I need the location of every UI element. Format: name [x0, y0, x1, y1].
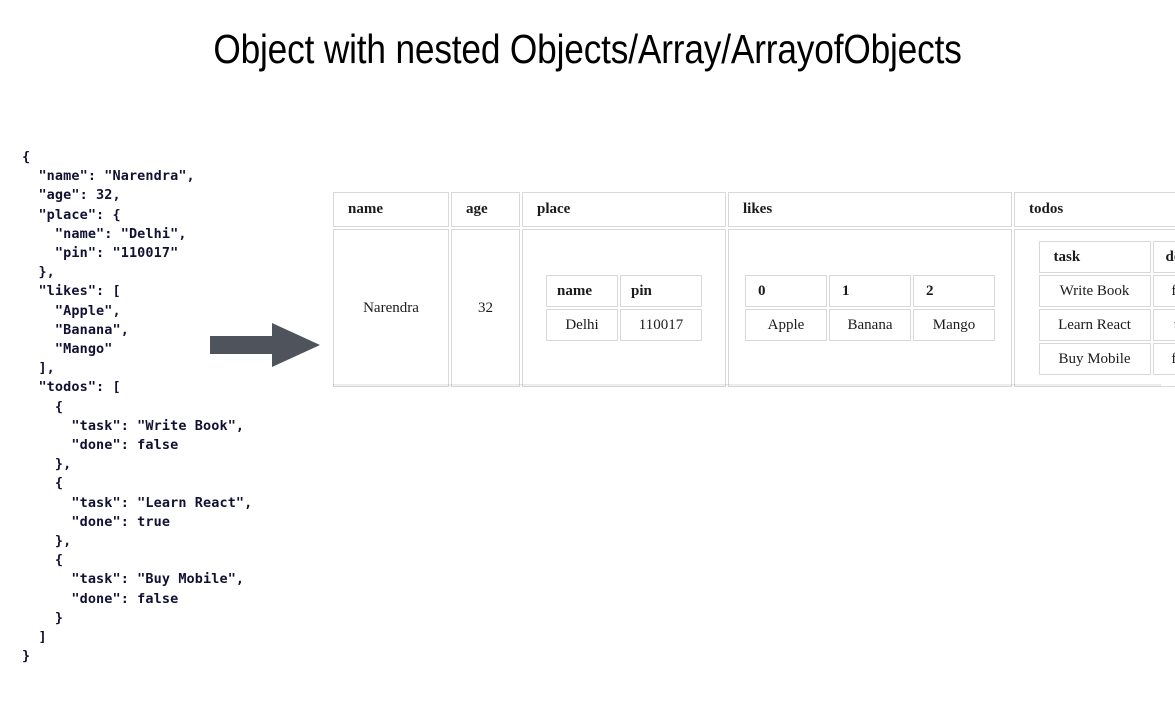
- place-column-header-pin: pin: [620, 275, 702, 307]
- nested-object-table: name age place likes todos Narendra 32 n…: [331, 190, 1175, 389]
- likes-index-1: 1: [829, 275, 911, 307]
- todos-row: Write Book false: [1038, 275, 1175, 307]
- right-arrow-icon: [210, 323, 320, 367]
- place-cell-pin: 110017: [620, 309, 702, 341]
- likes-index-0: 0: [745, 275, 827, 307]
- outer-table: name age place likes todos Narendra 32 n…: [331, 190, 1175, 389]
- todos-cell-done: true: [1152, 309, 1175, 341]
- table-shadow: [333, 384, 1161, 387]
- cell-age: 32: [451, 229, 520, 387]
- todos-cell-task: Learn React: [1038, 309, 1151, 341]
- column-header-name: name: [333, 192, 449, 227]
- todos-cell-done: false: [1152, 343, 1175, 375]
- likes-value-row: Apple Banana Mango: [745, 309, 995, 341]
- todos-row: Buy Mobile false: [1038, 343, 1175, 375]
- cell-name: Narendra: [333, 229, 449, 387]
- place-nested-table: name pin Delhi 110017: [544, 273, 704, 343]
- column-header-age: age: [451, 192, 520, 227]
- place-header-row: name pin: [546, 275, 702, 307]
- likes-value-0: Apple: [745, 309, 827, 341]
- likes-index-row: 0 1 2: [745, 275, 995, 307]
- place-cell-name: Delhi: [546, 309, 618, 341]
- todos-cell-task: Write Book: [1038, 275, 1151, 307]
- likes-value-1: Banana: [829, 309, 911, 341]
- todos-column-header-task: task: [1038, 241, 1151, 273]
- todos-cell-task: Buy Mobile: [1038, 343, 1151, 375]
- cell-likes: 0 1 2 Apple Banana Mango: [728, 229, 1012, 387]
- todos-header-row: task done: [1038, 241, 1175, 273]
- likes-index-2: 2: [913, 275, 995, 307]
- todos-nested-table: task done Write Book false Learn React t…: [1037, 239, 1175, 377]
- place-value-row: Delhi 110017: [546, 309, 702, 341]
- column-header-todos: todos: [1014, 192, 1175, 227]
- cell-todos: task done Write Book false Learn React t…: [1014, 229, 1175, 387]
- likes-value-2: Mango: [913, 309, 995, 341]
- json-object-source: { "name": "Narendra", "age": 32, "place"…: [22, 149, 253, 665]
- column-header-likes: likes: [728, 192, 1012, 227]
- place-column-header-name: name: [546, 275, 618, 307]
- cell-place: name pin Delhi 110017: [522, 229, 726, 387]
- todos-row: Learn React true: [1038, 309, 1175, 341]
- table-row: Narendra 32 name pin Delhi 110017: [333, 229, 1175, 387]
- column-header-place: place: [522, 192, 726, 227]
- page-title: Object with nested Objects/Array/Arrayof…: [213, 26, 962, 72]
- todos-cell-done: false: [1152, 275, 1175, 307]
- todos-column-header-done: done: [1152, 241, 1175, 273]
- likes-nested-table: 0 1 2 Apple Banana Mango: [743, 273, 997, 343]
- table-header-row: name age place likes todos: [333, 192, 1175, 227]
